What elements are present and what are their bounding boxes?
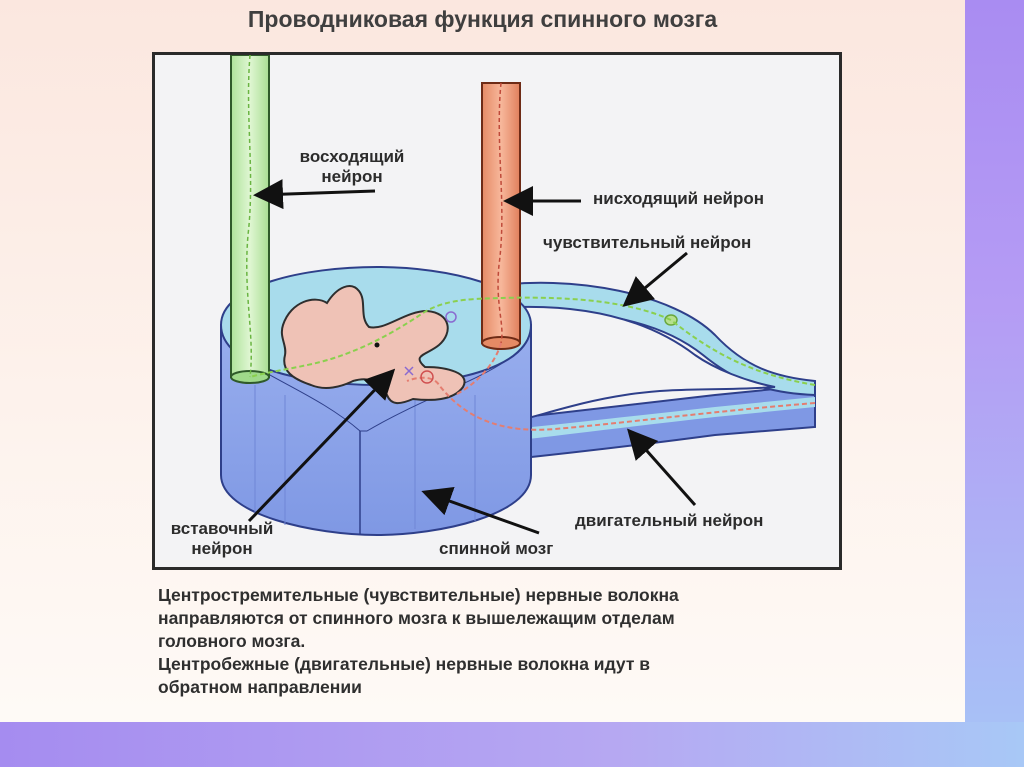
arrow-ascending	[253, 179, 376, 210]
descending-tract	[481, 82, 521, 350]
arrow-motor	[627, 428, 697, 506]
label-ascending-neuron: восходящий нейрон	[277, 147, 427, 187]
label-ascending-line2: нейрон	[321, 167, 383, 186]
motor-fiber	[406, 342, 816, 431]
caption-line: головного мозга.	[158, 631, 306, 651]
arrow-sensory	[622, 251, 688, 307]
motor-neuron-body-icon	[420, 370, 434, 384]
caption-line: Центростремительные (чувствительные) нер…	[158, 585, 679, 605]
label-interneuron-line1: вставочный	[170, 519, 274, 538]
caption-line: обратном направлении	[158, 677, 362, 697]
ascending-tract	[230, 55, 270, 384]
label-descending-neuron: нисходящий нейрон	[593, 189, 765, 208]
diagram-illustration	[219, 55, 816, 537]
label-sensory-neuron: чувствительный нейрон	[543, 233, 752, 252]
label-interneuron-line2: нейрон	[191, 539, 253, 558]
synapse-cross-icon	[404, 366, 414, 376]
label-spinal-cord: спинной мозг	[439, 539, 554, 558]
spinal-cord-diagram: восходящий нейрон нисходящий нейрон чувс…	[152, 52, 842, 570]
interneuron-synapse-icon	[445, 311, 457, 323]
spinal-nerve	[454, 281, 816, 467]
slide: Проводниковая функция спинного мозга	[0, 0, 965, 722]
caption-line: направляются от спинного мозга к вышележ…	[158, 608, 675, 628]
label-motor-neuron: двигательный нейрон	[575, 511, 764, 530]
caption-text: Центростремительные (чувствительные) нер…	[158, 584, 948, 699]
caption-line: Центробежные (двигательные) нервные воло…	[158, 654, 651, 674]
slide-title: Проводниковая функция спинного мозга	[247, 6, 718, 32]
label-interneuron: вставочный нейрон	[159, 519, 285, 559]
arrow-interneuron	[247, 368, 396, 523]
decorative-frame-right	[965, 0, 1024, 767]
sensory-fiber	[249, 296, 816, 386]
decorative-frame-bottom	[0, 722, 1024, 767]
label-ascending-line1: восходящий	[299, 147, 405, 166]
central-canal	[374, 342, 380, 348]
arrow-spinal-cord	[421, 486, 540, 535]
